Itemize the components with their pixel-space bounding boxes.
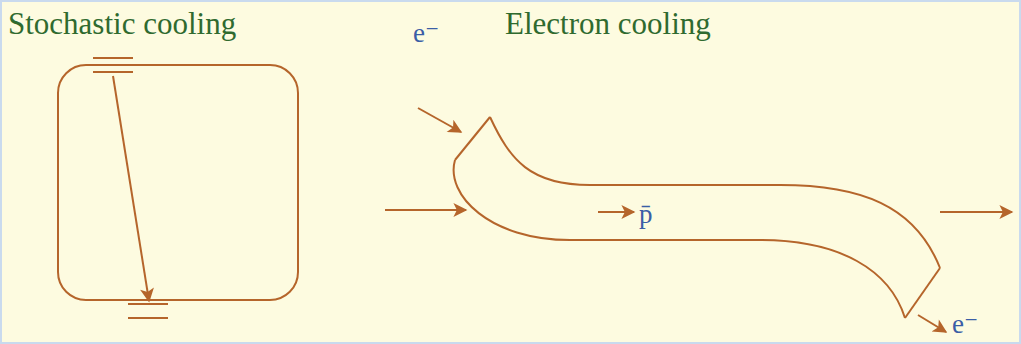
pickup-plate	[93, 57, 133, 59]
cooler-tube-edge	[490, 117, 940, 268]
beam-arrow	[940, 211, 1012, 213]
electron-arrow	[918, 315, 946, 332]
kicker-plate	[128, 303, 168, 305]
kicker-plate	[128, 317, 168, 319]
particle-label: e⁻	[413, 20, 439, 47]
cooler-tube-edge	[454, 160, 905, 318]
electron-arrow	[418, 108, 461, 132]
signal-arrow	[113, 76, 149, 301]
pickup-plate	[93, 71, 133, 73]
storage-ring	[58, 65, 298, 300]
panel-title: Electron cooling	[505, 8, 711, 39]
beam-arrow	[598, 211, 634, 213]
panel-title: Stochastic cooling	[8, 8, 236, 39]
particle-label: p̄	[639, 201, 653, 228]
cooler-tube-end	[455, 117, 490, 160]
cooler-tube-end	[905, 268, 940, 318]
particle-label: e⁻	[952, 311, 978, 338]
beam-arrow	[385, 209, 466, 211]
